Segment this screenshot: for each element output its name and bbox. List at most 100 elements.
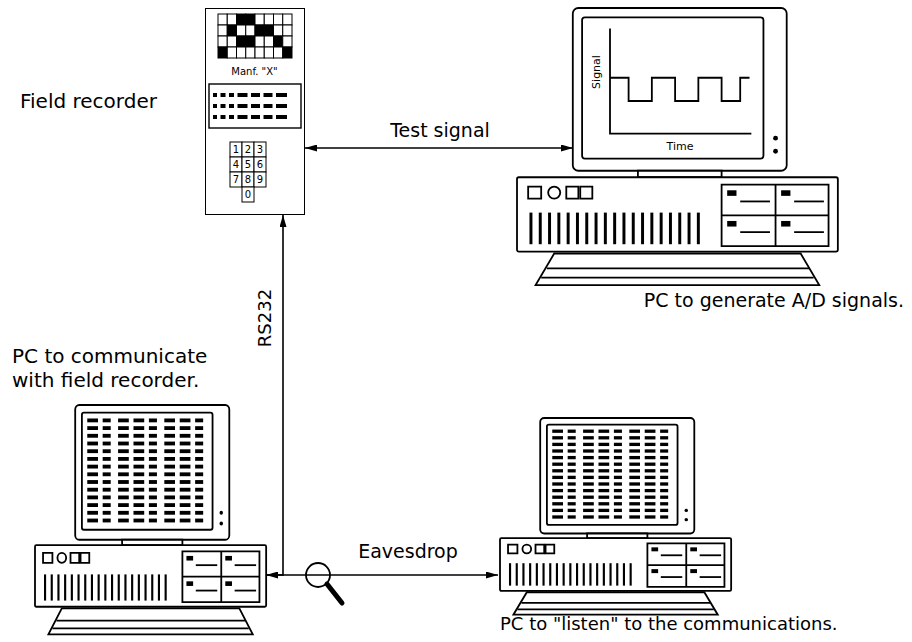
computer-drawing [517, 8, 838, 285]
keyboard-row [52, 627, 248, 629]
screen-data-mark [180, 418, 191, 422]
unit-switch [546, 545, 555, 554]
screen-data-mark [660, 463, 668, 466]
screen-data-mark [583, 509, 594, 512]
drive-slot [651, 547, 658, 551]
screen-data-mark [645, 489, 656, 492]
display-matrix-cell [227, 25, 236, 36]
control-pc: PC to communicate with field recorder. [12, 340, 266, 638]
screen-data-mark [195, 418, 203, 422]
screen-data-mark [103, 503, 111, 507]
screen-data-mark [660, 509, 668, 512]
vent-slot [144, 574, 146, 600]
screen-data-mark [195, 495, 203, 499]
display-reading-mark [229, 115, 234, 119]
screen-data-mark [133, 434, 144, 438]
vent-slot [669, 213, 672, 245]
screen-data-mark [118, 457, 129, 461]
screen-data-mark [180, 426, 191, 430]
drive-divider [775, 185, 777, 246]
screen-data-mark [552, 515, 563, 518]
screen-data-mark [614, 443, 622, 446]
screen-data-mark [660, 443, 668, 446]
drive-slot [740, 201, 770, 203]
screen-data-mark [552, 436, 563, 439]
display-matrix-cell [283, 36, 292, 47]
screen-data-mark [552, 449, 563, 452]
screen-data-mark [629, 443, 640, 446]
screen-data-mark [568, 430, 576, 433]
magnifier-handle [327, 584, 342, 603]
vent-slot [529, 563, 531, 585]
display-matrix-cell [227, 36, 236, 47]
screen-data-mark [180, 449, 191, 453]
screen-data-mark [103, 465, 111, 469]
keypad-digit: 7 [233, 174, 239, 186]
screen-data-mark [660, 436, 668, 439]
screen-data-mark [629, 456, 640, 459]
screen-data-mark [660, 476, 668, 479]
vent-slot [641, 213, 644, 245]
screen-data-mark [118, 465, 129, 469]
screen-data-mark [149, 472, 157, 476]
screen-data-mark [149, 465, 157, 469]
screen-data-mark [583, 469, 594, 472]
vent-slot [650, 213, 653, 245]
vent-slot [98, 574, 100, 600]
drive-slot [727, 190, 736, 196]
display-reading-mark [238, 104, 248, 108]
screen-data-mark [568, 496, 576, 499]
screen-data-mark [568, 515, 576, 518]
drive-slot [700, 554, 721, 556]
screen-data-mark [195, 449, 203, 453]
pc-caption: PC to generate A/D signals. [533, 289, 904, 312]
screen-data-mark [583, 502, 594, 505]
drive-slot [235, 564, 256, 566]
screen-data-mark [660, 456, 668, 459]
screen-data-mark [583, 436, 594, 439]
display-matrix-cell [246, 47, 255, 58]
keypad-key [254, 172, 266, 187]
screen-data-mark [118, 495, 129, 499]
screen-data-mark [87, 434, 98, 438]
screen-data-mark [552, 502, 563, 505]
display-reading-mark [213, 93, 217, 97]
edge-label: Test signal [388, 120, 492, 142]
display-matrix-cell [218, 36, 227, 47]
screen-data-mark [164, 519, 175, 523]
system-unit [35, 545, 266, 607]
vent-slot [522, 563, 524, 585]
vent-slot [111, 574, 113, 600]
screen-data-mark [118, 503, 129, 507]
keypad-digit: 2 [245, 144, 251, 156]
monitor-housing [573, 8, 787, 171]
display-reading-mark [213, 115, 217, 119]
keyboard-row [521, 602, 710, 604]
screen-data-mark [583, 430, 594, 433]
keypad-key [254, 142, 266, 157]
drive-slot [781, 190, 790, 196]
screen-data-mark [614, 489, 622, 492]
screen-data-mark [598, 489, 609, 492]
screen-data-mark [164, 495, 175, 499]
drive-slot [690, 569, 697, 573]
vent-slot [616, 563, 618, 585]
screen-data-mark [149, 418, 157, 422]
screen-data-mark [118, 511, 129, 515]
screen-data-mark [568, 469, 576, 472]
keypad-digit: 4 [233, 159, 239, 171]
screen-data-mark [180, 480, 191, 484]
screen-data-mark [583, 463, 594, 466]
keypad-key [230, 172, 242, 187]
monitor-screen [547, 425, 678, 525]
screen-data-mark [118, 426, 129, 430]
display-matrix-cell [274, 36, 283, 47]
screen-data-mark [149, 495, 157, 499]
screen-data-mark [614, 476, 622, 479]
vent-slot [51, 574, 53, 600]
screen-data-mark [629, 430, 640, 433]
display-reading-mark [264, 104, 273, 108]
screen-data-mark [103, 434, 111, 438]
screen-data-mark [133, 519, 144, 523]
